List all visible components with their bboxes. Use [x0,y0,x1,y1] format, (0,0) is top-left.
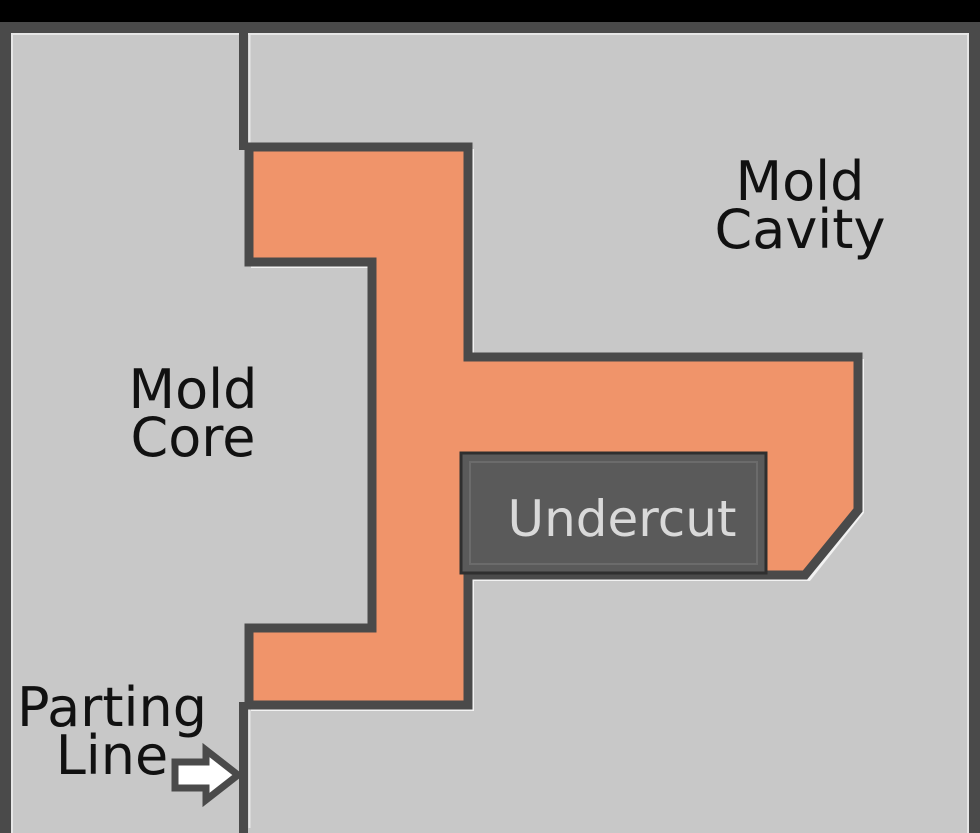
undercut-region [459,451,768,575]
mold-core-label: Mold Core [129,358,258,469]
mold-core-label-line2: Core [131,406,256,469]
mold-cavity-label-line1: Mold [736,150,865,213]
mold-cavity-label-line2: Cavity [715,198,886,261]
right-arrow-icon [171,742,244,808]
undercut-region-inner-edge [469,461,758,565]
parting-line-label: Parting Line [17,676,207,787]
mold-cavity-label: Mold Cavity [715,150,886,261]
mold-core-label-line1: Mold [129,358,258,421]
parting-line-label-line1: Parting [17,676,207,739]
undercut-label: Undercut [507,490,736,548]
parting-line-label-line2: Line [56,724,169,787]
